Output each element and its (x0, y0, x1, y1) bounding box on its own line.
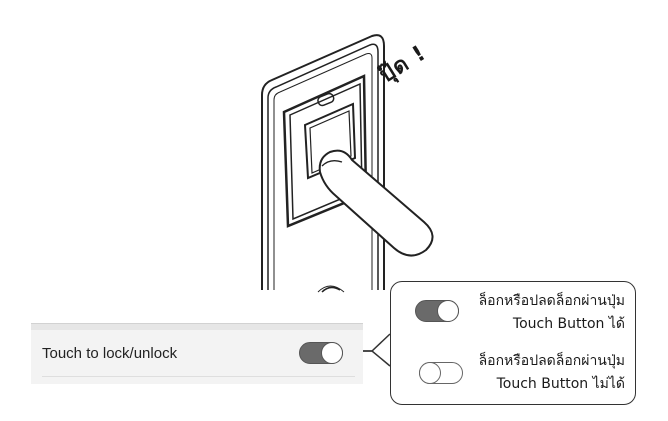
toggle-explanation-callout: ล็อกหรือปลดล็อกผ่านปุ่ม Touch Button ได้… (390, 281, 636, 405)
panel-header-strip (31, 324, 363, 330)
toggle-on-explanation: ล็อกหรือปลดล็อกผ่านปุ่ม Touch Button ได้ (391, 288, 635, 344)
row-divider (42, 376, 355, 377)
toggle-off-explanation: ล็อกหรือปลดล็อกผ่านปุ่ม Touch Button ไม่… (391, 348, 635, 404)
toggle-on-text: ล็อกหรือปลดล็อกผ่านปุ่ม Touch Button ได้ (479, 290, 625, 336)
toggle-on-line1: ล็อกหรือปลดล็อกผ่านปุ่ม (478, 293, 625, 309)
toggle-off-icon (419, 362, 463, 384)
toggle-on-line2: Touch Button ได้ (512, 316, 625, 332)
settings-panel: Touch to lock/unlock (31, 323, 363, 384)
toggle-off-line1: ล็อกหรือปลดล็อกผ่านปุ่ม (478, 353, 625, 369)
finger-press-icon (318, 149, 434, 257)
toggle-off-text: ล็อกหรือปลดล็อกผ่านปุ่ม Touch Button ไม่… (479, 350, 625, 396)
toggle-on-icon (415, 300, 459, 322)
touch-lock-toggle[interactable] (299, 342, 343, 364)
toggle-knob (321, 342, 343, 364)
touch-lock-label: Touch to lock/unlock (42, 344, 178, 362)
toggle-off-line2: Touch Button ไม่ได้ (496, 376, 625, 392)
touch-lock-setting-row[interactable]: Touch to lock/unlock (31, 330, 363, 376)
